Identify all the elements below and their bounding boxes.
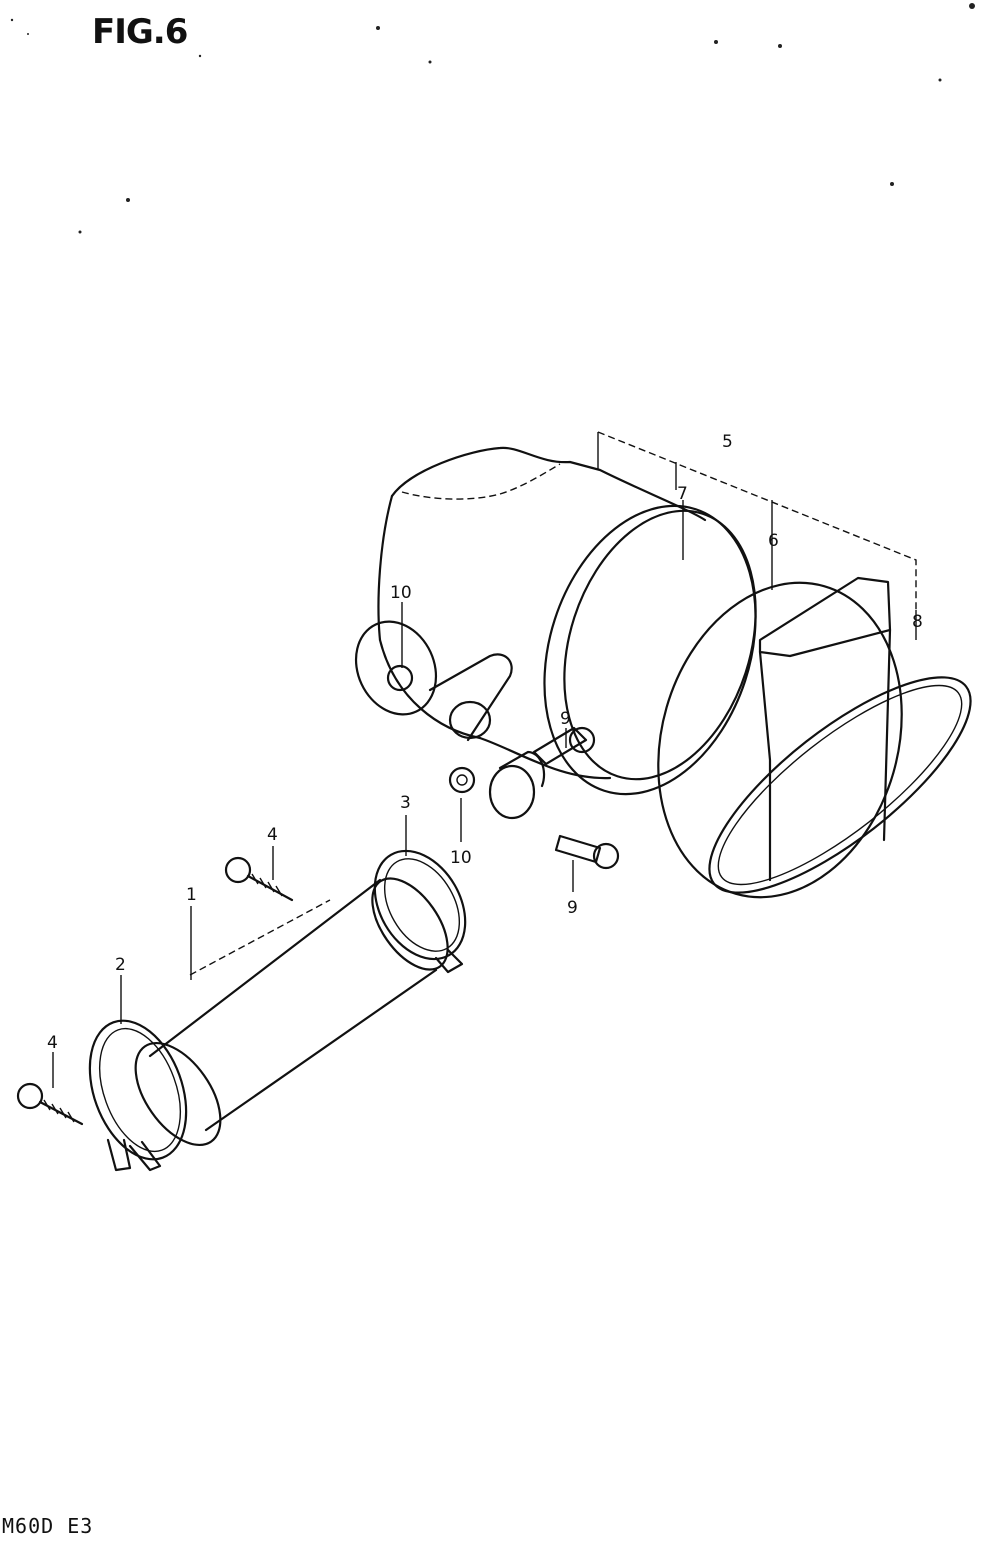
callout-8: 8	[912, 612, 923, 632]
air-cleaner-case	[354, 446, 757, 820]
callout-2: 2	[115, 955, 126, 975]
seal-ring-8	[708, 676, 972, 894]
scan-noise	[10, 3, 975, 234]
leader-lines	[52, 500, 917, 1088]
bolt-9-upper	[532, 726, 596, 766]
bolt-9-lower	[554, 834, 620, 870]
nut-10	[448, 766, 476, 794]
callout-10-upper: 10	[390, 583, 412, 603]
model-code: M60D E3	[2, 1514, 94, 1538]
callout-1: 1	[186, 885, 197, 905]
outlet-hose-1	[134, 877, 449, 1147]
callout-9-lower: 9	[567, 898, 578, 918]
callout-5: 5	[722, 432, 733, 452]
assembly-bracket-5	[597, 431, 917, 610]
figure-label: FIG.6	[92, 12, 188, 52]
screw-4-upper	[224, 856, 294, 902]
clamp-2	[88, 1019, 188, 1172]
callout-4-upper: 4	[267, 825, 278, 845]
air-cleaner-cap-6	[657, 576, 903, 899]
clamp-3	[373, 849, 467, 974]
screw-4-lower	[16, 1082, 84, 1126]
callout-10-lower: 10	[450, 848, 472, 868]
callout-7: 7	[677, 484, 688, 504]
callout-4-lower: 4	[47, 1033, 58, 1053]
callout-3: 3	[400, 793, 411, 813]
callout-6: 6	[768, 531, 779, 551]
callout-9-upper: 9	[560, 709, 571, 729]
